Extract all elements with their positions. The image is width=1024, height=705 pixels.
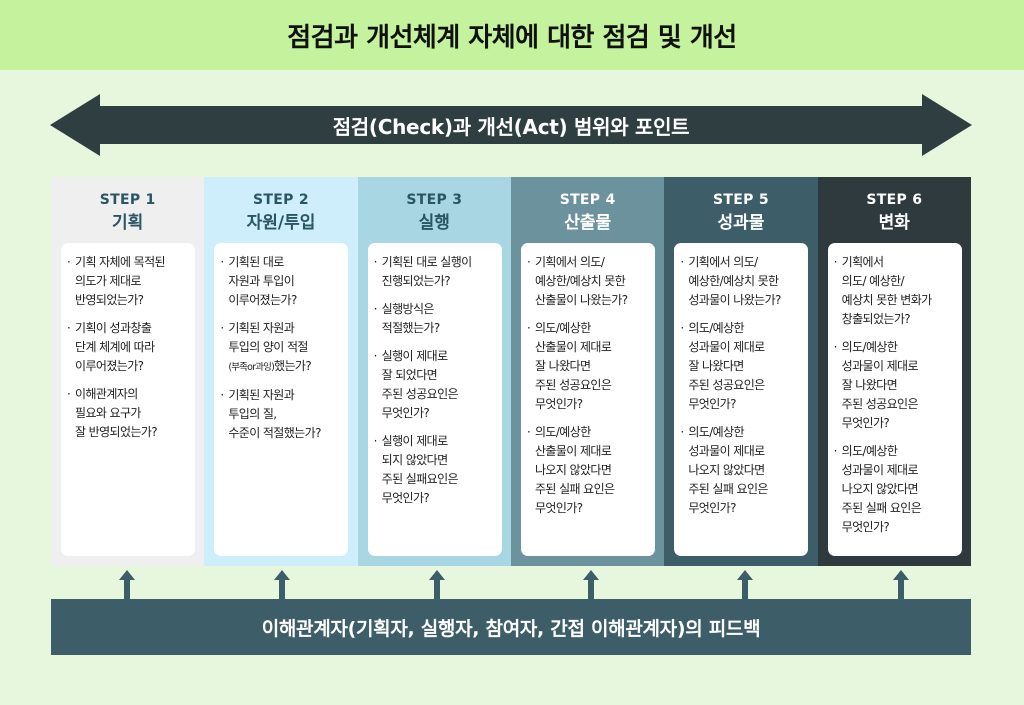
check-item: 의도/예상한 성과물이 제대로 나오지 않았다면 주된 실패 요인은 무엇인가? <box>680 423 804 518</box>
check-item: 의도/예상한 산출물이 제대로 잘 나왔다면 주된 성공요인은 무엇인가? <box>527 319 651 414</box>
check-item: 기획에서 의도/ 예상한/예상치 못한 성과물이 나왔는가? <box>680 253 804 310</box>
check-item: 실행방식은 적절했는가? <box>374 300 498 338</box>
scope-arrow: 점검(Check)과 개선(Act) 범위와 포인트 <box>50 94 972 156</box>
up-arrow-icon <box>893 570 909 602</box>
check-item: 기획에서 의도/ 예상한/예상치 못한 산출물이 나왔는가? <box>527 253 651 310</box>
step-number: STEP 3 <box>406 192 463 208</box>
steps-row: STEP 1 기획 기획 자체에 목적된 의도가 제대로 반영되었는가? 기획이… <box>51 177 971 566</box>
check-item: 의도/예상한 성과물이 제대로 잘 나왔다면 주된 성공요인은 무엇인가? <box>834 338 958 433</box>
step-card: 기획된 대로 실행이 진행되었는가? 실행방식은 적절했는가? 실행이 제대로 … <box>367 243 502 556</box>
step-resources-input: STEP 2 자원/투입 기획된 대로 자원과 투입이 이루어졌는가? 기획된 … <box>204 177 358 566</box>
check-item: 의도/예상한 성과물이 제대로 나오지 않았다면 주된 실패 요인은 무엇인가? <box>834 442 958 537</box>
step-plan: STEP 1 기획 기획 자체에 목적된 의도가 제대로 반영되었는가? 기획이… <box>51 177 205 566</box>
check-item: 기획된 자원과 투입의 질, 수준이 적절했는가? <box>220 386 344 443</box>
check-item: 실행이 제대로 되지 않았다면 주된 실패요인은 무엇인가? <box>374 432 498 508</box>
step-name: 실행 <box>418 213 450 233</box>
step-name: 산출물 <box>564 213 612 233</box>
step-card: 기획된 대로 자원과 투입이 이루어졌는가? 기획된 자원과 투입의 양이 적절… <box>214 243 349 556</box>
step-card: 기획 자체에 목적된 의도가 제대로 반영되었는가? 기획이 성과창출 단계 체… <box>61 243 195 556</box>
check-item-note: (부족or과잉) <box>228 362 275 373</box>
stakeholder-feedback-bar: 이해관계자(기획자, 실행자, 참여자, 간접 이해관계자)의 피드백 <box>51 599 971 655</box>
step-change: STEP 6 변화 기획에서 의도/ 예상한/ 예상치 못한 변화가 창출되었는… <box>817 177 971 566</box>
step-name: 기획 <box>112 213 144 233</box>
step-number: STEP 5 <box>713 192 769 208</box>
check-item: 기획이 성과창출 단계 체계에 따라 이루어졌는가? <box>67 319 191 376</box>
check-item: 실행이 제대로 잘 되었다면 주된 성공요인은 무엇인가? <box>374 347 498 423</box>
step-execution: STEP 3 실행 기획된 대로 실행이 진행되었는가? 실행방식은 적절했는가… <box>357 177 511 566</box>
step-card: 기획에서 의도/ 예상한/ 예상치 못한 변화가 창출되었는가? 의도/예상한 … <box>827 243 962 556</box>
check-item-tail: 했는가? <box>274 359 312 373</box>
check-item-text: 기획된 자원과 투입의 양이 적절 <box>228 321 308 354</box>
step-card: 기획에서 의도/ 예상한/예상치 못한 산출물이 나왔는가? 의도/예상한 산출… <box>520 243 655 556</box>
up-arrow-icon <box>583 570 599 602</box>
check-item: 의도/예상한 산출물이 제대로 나오지 않았다면 주된 실패 요인은 무엇인가? <box>527 423 651 518</box>
check-item: 기획된 대로 자원과 투입이 이루어졌는가? <box>220 253 344 310</box>
check-item: 기획된 자원과 투입의 양이 적절 (부족or과잉)했는가? <box>220 319 344 377</box>
double-arrow-icon <box>50 94 972 156</box>
scope-arrow-label: 점검(Check)과 개선(Act) 범위와 포인트 <box>332 114 690 139</box>
step-outcomes: STEP 5 성과물 기획에서 의도/ 예상한/예상치 못한 성과물이 나왔는가… <box>664 177 818 566</box>
check-item: 이해관계자의 필요와 요구가 잘 반영되었는가? <box>67 385 191 442</box>
step-number: STEP 1 <box>99 192 156 208</box>
step-name: 성과물 <box>717 213 765 233</box>
step-number: STEP 6 <box>866 192 923 208</box>
up-arrow-icon <box>737 570 753 602</box>
check-item: 기획된 대로 실행이 진행되었는가? <box>374 253 498 291</box>
check-item: 기획에서 의도/ 예상한/ 예상치 못한 변화가 창출되었는가? <box>834 253 958 329</box>
diagram-title: 점검과 개선체계 자체에 대한 점검 및 개선 <box>0 0 1024 70</box>
step-card: 기획에서 의도/ 예상한/예상치 못한 성과물이 나왔는가? 의도/예상한 성과… <box>674 243 809 556</box>
step-number: STEP 4 <box>559 192 616 208</box>
feedback-arrows <box>51 570 971 604</box>
step-name: 변화 <box>878 213 910 233</box>
step-number: STEP 2 <box>253 192 309 208</box>
up-arrow-icon <box>119 570 135 602</box>
up-arrow-icon <box>429 570 445 602</box>
up-arrow-icon <box>274 570 290 602</box>
step-name: 자원/투입 <box>246 213 316 233</box>
check-item: 기획 자체에 목적된 의도가 제대로 반영되었는가? <box>67 253 191 310</box>
check-item: 의도/예상한 성과물이 제대로 잘 나왔다면 주된 성공요인은 무엇인가? <box>680 319 804 414</box>
step-outputs: STEP 4 산출물 기획에서 의도/ 예상한/예상치 못한 산출물이 나왔는가… <box>510 177 665 566</box>
